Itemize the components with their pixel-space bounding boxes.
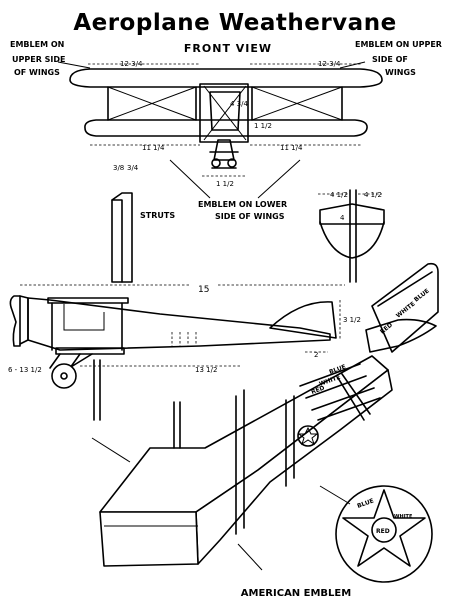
side-upper-wing bbox=[47, 297, 129, 304]
fuselage-3d: BLUE WHITE RED bbox=[91, 355, 393, 571]
strut-piece bbox=[111, 192, 133, 283]
dim-center-b: 1 1/2 bbox=[254, 122, 272, 130]
dim-prop-width: 1 1/2 bbox=[216, 180, 234, 188]
american-emblem: BLUE WHITE RED AMERICAN EMBLEM bbox=[241, 485, 433, 599]
side-wheel bbox=[51, 363, 77, 389]
side-view: 15 3 1/2 2 13 1/2 6 - 13 1/2 bbox=[8, 284, 361, 421]
front-view-label: FRONT VIEW bbox=[184, 42, 272, 55]
tail-assembly: RED WHITE BLUE bbox=[365, 262, 439, 353]
tail-fin bbox=[371, 262, 439, 353]
side-emblem bbox=[297, 425, 319, 447]
emblem-upper-right-label-3: WINGS bbox=[385, 68, 416, 77]
side-stabilizer bbox=[269, 301, 337, 339]
tail-elevator bbox=[365, 318, 437, 353]
dim-center-a: 4 3/4 bbox=[230, 100, 248, 108]
front-view: EMBLEM ON UPPER SIDE OF WINGS EMBLEM ON … bbox=[10, 40, 442, 221]
dim-lower-wing-left: 11 1/4 bbox=[142, 144, 165, 152]
dim-upper-wing-right: 12 3/4 bbox=[318, 60, 341, 68]
emblem-upper-left-label-1: EMBLEM ON bbox=[10, 40, 64, 49]
dim-wheel: 6 - 13 1/2 bbox=[8, 366, 42, 374]
dim-tail-gap: 2 bbox=[314, 351, 318, 359]
emblem-lower-label-1: EMBLEM ON LOWER bbox=[198, 200, 287, 209]
side-propeller bbox=[9, 295, 21, 347]
dim-lower-wing-right: 11 1/4 bbox=[280, 144, 303, 152]
rudder-top bbox=[319, 203, 385, 225]
dim-rudder-a: 4 1/2 bbox=[330, 191, 348, 199]
emblem-upper-right-label-2: SIDE OF bbox=[372, 55, 408, 64]
fuselage-front-face bbox=[99, 511, 199, 567]
dim-strut-a: 3/8 bbox=[113, 164, 124, 172]
emblem-upper-right-label-1: EMBLEM ON UPPER bbox=[355, 40, 442, 49]
tail-word-white: WHITE bbox=[395, 300, 417, 319]
emblem-upper-left-label-3: OF WINGS bbox=[14, 68, 60, 77]
emblem-word-blue: BLUE bbox=[356, 497, 375, 509]
emblem-word-white: WHITE bbox=[394, 514, 413, 520]
fuselage-front bbox=[199, 83, 249, 143]
struts-label: STRUTS bbox=[140, 211, 175, 220]
dim-strut-b: 3/4 bbox=[127, 164, 139, 172]
rudder-blade bbox=[319, 221, 385, 259]
lower-wing bbox=[84, 119, 368, 137]
emblem-lower-label-2: SIDE OF WINGS bbox=[215, 212, 285, 221]
diagram-title: Aeroplane Weathervane bbox=[73, 10, 396, 36]
dim-rudder-h: 4 bbox=[340, 214, 345, 222]
struts-detail: 3/8 3/4 STRUTS bbox=[111, 164, 175, 283]
american-emblem-label: AMERICAN EMBLEM bbox=[241, 588, 351, 599]
dim-tail-height: 3 1/2 bbox=[343, 316, 361, 324]
fuselage-side bbox=[195, 369, 393, 565]
dim-fuselage-lower: 13 1/2 bbox=[195, 366, 217, 374]
fuselage-word-red: RED bbox=[310, 385, 325, 396]
dim-rudder-b: 4 1/2 bbox=[364, 191, 382, 199]
emblem-word-red: RED bbox=[376, 528, 390, 535]
emblem-circle bbox=[335, 485, 433, 583]
rudder-section: 4 1/2 4 1/2 4 bbox=[318, 189, 385, 283]
side-fuselage bbox=[27, 297, 331, 351]
emblem-upper-left-label-2: UPPER SIDE bbox=[12, 55, 65, 64]
dim-upper-wing-left: 12 3/4 bbox=[120, 60, 143, 68]
upper-wing bbox=[69, 68, 383, 88]
dim-fuselage-length: 15 bbox=[198, 285, 209, 295]
side-lower-wing bbox=[55, 347, 125, 355]
tail-word-blue: BLUE bbox=[413, 287, 431, 303]
emblem-star bbox=[342, 489, 426, 567]
propeller-hub bbox=[213, 139, 235, 161]
